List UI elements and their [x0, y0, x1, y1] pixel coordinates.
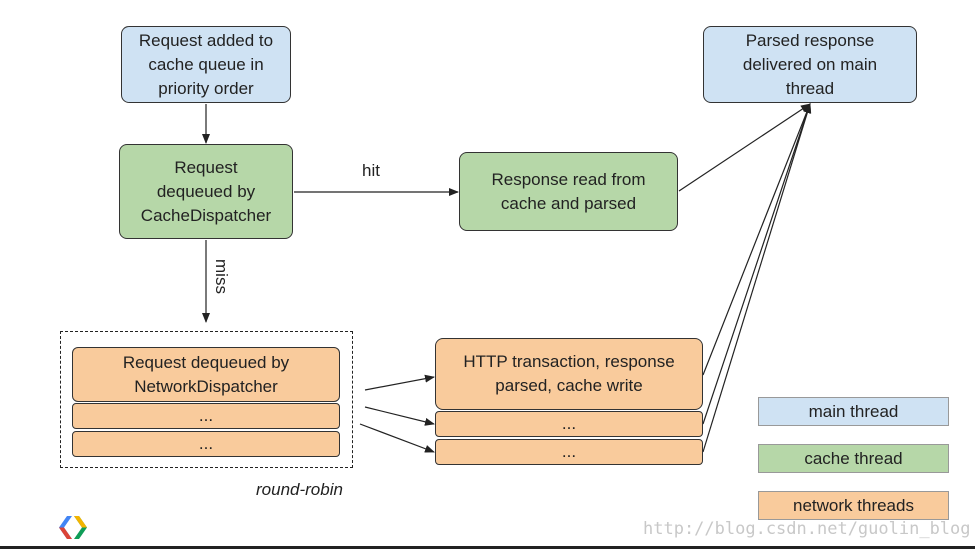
arrow-net-to-http-2 — [364, 406, 435, 426]
arrow-cache-to-main — [678, 103, 811, 192]
http-transaction-node: HTTP transaction, response parsed, cache… — [435, 338, 703, 410]
arrow-http-to-main-1 — [702, 103, 811, 376]
network-dispatcher-group — [60, 331, 353, 468]
legend-cache-thread: cache thread — [758, 444, 949, 473]
arrow-net-to-http-1 — [364, 374, 435, 391]
parsed-response-node: Parsed response delivered on main thread — [703, 26, 917, 103]
google-developers-logo — [59, 516, 87, 539]
cache-dispatcher-node: Request dequeued by CacheDispatcher — [119, 144, 293, 239]
arrow-net-to-http-3 — [359, 423, 435, 453]
round-robin-label: round-robin — [256, 480, 343, 499]
network-dispatcher-ellipsis-2: ... — [72, 431, 340, 457]
legend-network-threads: network threads — [758, 491, 949, 520]
request-added-node: Request added to cache queue in priority… — [121, 26, 291, 103]
bottom-rule — [0, 546, 975, 549]
http-transaction-ellipsis-1: ... — [435, 411, 703, 437]
arrow-http-to-main-3 — [702, 103, 812, 453]
network-dispatcher-ellipsis-1: ... — [72, 403, 340, 429]
arrow-http-to-main-2 — [702, 103, 811, 425]
watermark-url: http://blog.csdn.net/guolin_blog — [643, 519, 971, 539]
miss-label: miss — [212, 259, 231, 294]
response-read-node: Response read from cache and parsed — [459, 152, 678, 231]
hit-label: hit — [362, 161, 380, 180]
http-transaction-ellipsis-2: ... — [435, 439, 703, 465]
legend-main-thread: main thread — [758, 397, 949, 426]
network-dispatcher-node: Request dequeued by NetworkDispatcher — [72, 347, 340, 402]
